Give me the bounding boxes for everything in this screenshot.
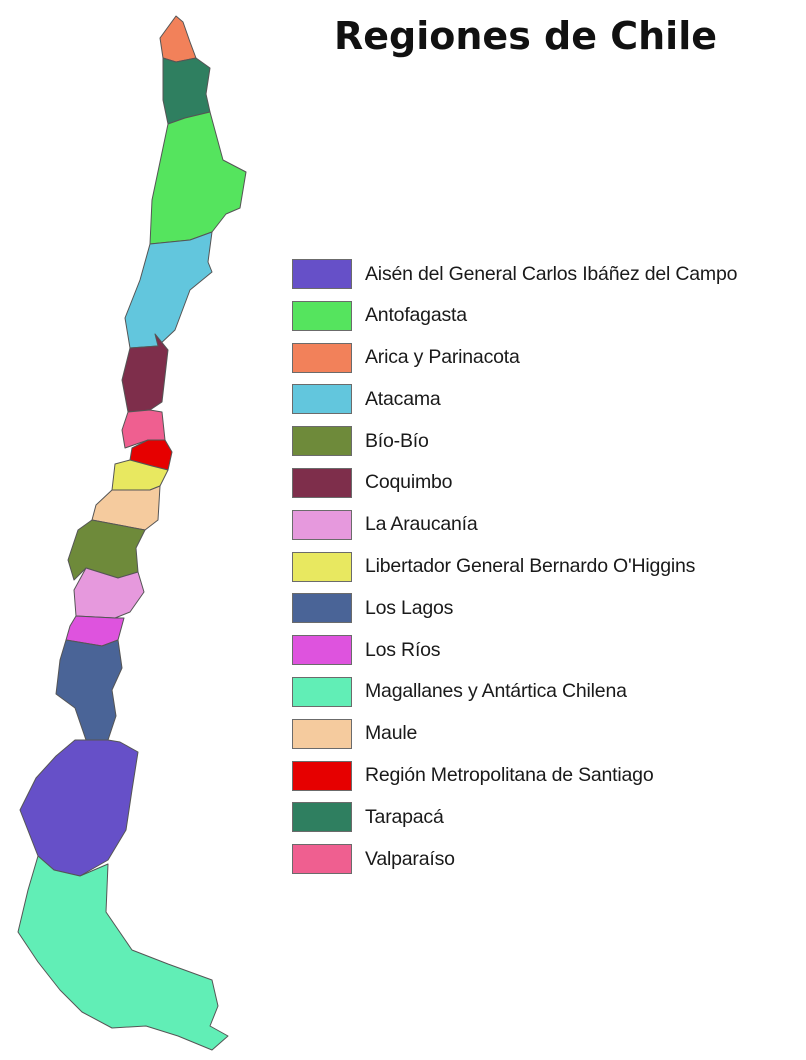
region-antofagasta[interactable] [149, 111, 247, 245]
legend-item: La Araucanía [292, 509, 802, 541]
legend-item: Magallanes y Antártica Chilena [292, 676, 802, 708]
region-los-lagos[interactable] [55, 639, 123, 741]
region-aisen[interactable] [19, 739, 139, 877]
legend: Aisén del General Carlos Ibáñez del Camp… [292, 258, 802, 885]
map-title: Regiones de Chile [334, 14, 718, 58]
legend-swatch [292, 384, 352, 415]
legend-label: Valparaíso [365, 847, 455, 870]
legend-label: Los Lagos [365, 596, 454, 619]
legend-swatch [292, 593, 352, 624]
legend-label: Región Metropolitana de Santiago [365, 764, 654, 787]
legend-swatch [292, 760, 352, 791]
legend-label: Atacama [365, 387, 441, 410]
legend-item: Aisén del General Carlos Ibáñez del Camp… [292, 258, 802, 290]
legend-label: Aisén del General Carlos Ibáñez del Camp… [365, 262, 738, 285]
legend-item: Tarapacá [292, 801, 802, 833]
legend-item: Atacama [292, 383, 802, 415]
legend-label: Los Ríos [365, 638, 441, 661]
legend-item: Coquimbo [292, 467, 802, 499]
legend-swatch [292, 551, 352, 582]
region-arica-y-parinacota[interactable] [159, 15, 197, 63]
legend-label: Libertador General Bernardo O'Higgins [365, 555, 696, 578]
legend-item: Bío-Bío [292, 425, 802, 457]
region-magallanes-y-antartica-chilena[interactable] [17, 855, 229, 1051]
legend-item: Región Metropolitana de Santiago [292, 760, 802, 792]
legend-swatch [292, 259, 352, 289]
region-tarapaca[interactable] [162, 57, 211, 125]
legend-label: Coquimbo [365, 471, 453, 494]
legend-swatch [292, 635, 352, 666]
legend-label: La Araucanía [365, 513, 478, 536]
legend-swatch [292, 676, 352, 707]
legend-item: Los Ríos [292, 634, 802, 666]
legend-item: Antofagasta [292, 300, 802, 332]
legend-swatch [292, 426, 352, 457]
legend-swatch [292, 467, 352, 498]
legend-item: Maule [292, 718, 802, 750]
legend-item: Arica y Parinacota [292, 342, 802, 374]
legend-label: Arica y Parinacota [365, 346, 520, 369]
legend-label: Maule [365, 722, 418, 745]
legend-item: Los Lagos [292, 592, 802, 624]
legend-swatch [292, 342, 352, 373]
legend-label: Tarapacá [365, 805, 444, 828]
legend-swatch [292, 718, 352, 749]
region-bio-bio[interactable] [67, 519, 146, 581]
legend-swatch [292, 509, 352, 540]
legend-item: Valparaíso [292, 843, 802, 875]
legend-label: Bío-Bío [365, 429, 429, 452]
region-maule[interactable] [91, 485, 161, 531]
legend-label: Antofagasta [365, 304, 467, 327]
region-atacama[interactable] [124, 231, 213, 349]
legend-swatch [292, 802, 352, 833]
legend-label: Magallanes y Antártica Chilena [365, 680, 627, 703]
region-coquimbo[interactable] [121, 333, 169, 413]
legend-item: Libertador General Bernardo O'Higgins [292, 551, 802, 583]
legend-swatch [292, 844, 352, 875]
region-la-araucania[interactable] [73, 567, 145, 619]
legend-swatch [292, 300, 352, 331]
